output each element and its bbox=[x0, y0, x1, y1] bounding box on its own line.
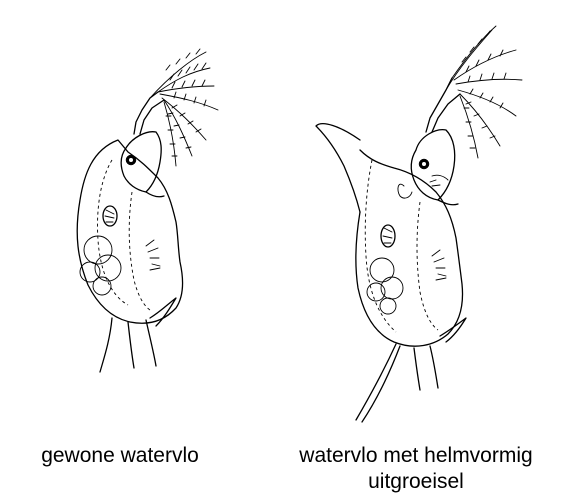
caption-helmeted-line1: watervlo met helmvormig bbox=[255, 443, 577, 469]
ordinary-water-flea-drawing bbox=[77, 49, 218, 372]
daphnia-drawings bbox=[0, 0, 577, 430]
caption-ordinary-water-flea: gewone watervlo bbox=[5, 443, 235, 469]
caption-helmeted-water-flea: watervlo met helmvormig uitgroeisel bbox=[255, 443, 577, 495]
helmeted-water-flea-drawing bbox=[316, 26, 522, 422]
caption-helmeted-line2: uitgroeisel bbox=[255, 469, 577, 495]
